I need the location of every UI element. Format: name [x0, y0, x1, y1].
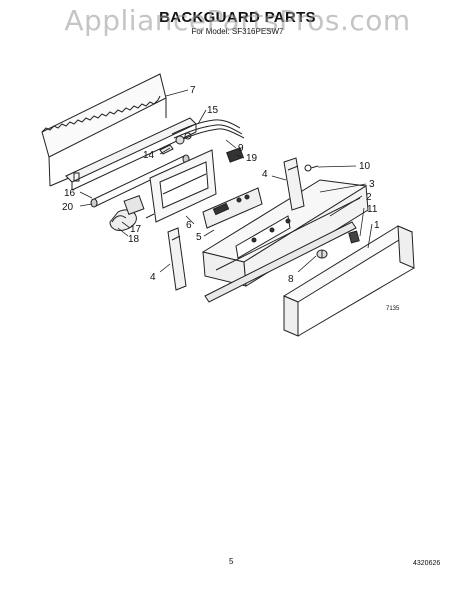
page-title: BACKGUARD PARTS — [159, 9, 316, 26]
part-2-trim — [204, 221, 357, 303]
part-19-switch — [226, 147, 244, 163]
part-11-clip — [348, 230, 360, 244]
figure-number: 7135 — [386, 306, 400, 312]
callout-1: 1 — [374, 220, 380, 231]
callout-14: 14 — [143, 150, 155, 161]
callout-2: 2 — [366, 192, 372, 203]
part-6-window-frame — [145, 149, 217, 223]
part-8-knob — [316, 249, 328, 259]
part-1-front-cover — [282, 225, 415, 337]
callout-9: 9 — [238, 143, 244, 154]
callout-19: 19 — [246, 153, 258, 164]
callout-4-left: 4 — [150, 272, 156, 283]
callout-8: 8 — [288, 274, 294, 285]
part-15-wiring — [171, 119, 245, 145]
callout-5: 5 — [196, 232, 202, 243]
callout-17: 17 — [130, 224, 142, 235]
leader-lines — [79, 89, 373, 273]
model-subtitle: For Model: SF316PESW7 — [191, 27, 284, 36]
callout-3: 3 — [369, 179, 375, 190]
callout-18: 18 — [128, 234, 140, 245]
part-10-screw — [304, 164, 319, 172]
callout-10: 10 — [359, 161, 371, 172]
part-4-left-endcap — [167, 227, 187, 291]
callout-labels: 7 15 9 14 19 10 4 3 2 11 1 16 20 17 18 6… — [62, 85, 380, 285]
callout-15: 15 — [207, 105, 219, 116]
callout-7: 7 — [190, 85, 196, 96]
part-7-rear-panel — [41, 73, 167, 187]
document-number: 4320626 — [413, 560, 441, 567]
page-number: 5 — [229, 557, 234, 566]
callout-11: 11 — [367, 204, 378, 215]
part-5-control-board — [202, 187, 263, 229]
part-17-socket — [109, 195, 145, 231]
part-4-right-endcap — [283, 157, 305, 211]
callout-4-right: 4 — [262, 169, 268, 180]
callout-16: 16 — [64, 188, 76, 199]
part-3-control-panel — [201, 179, 369, 287]
callout-20: 20 — [62, 202, 74, 213]
callout-6: 6 — [186, 220, 192, 231]
